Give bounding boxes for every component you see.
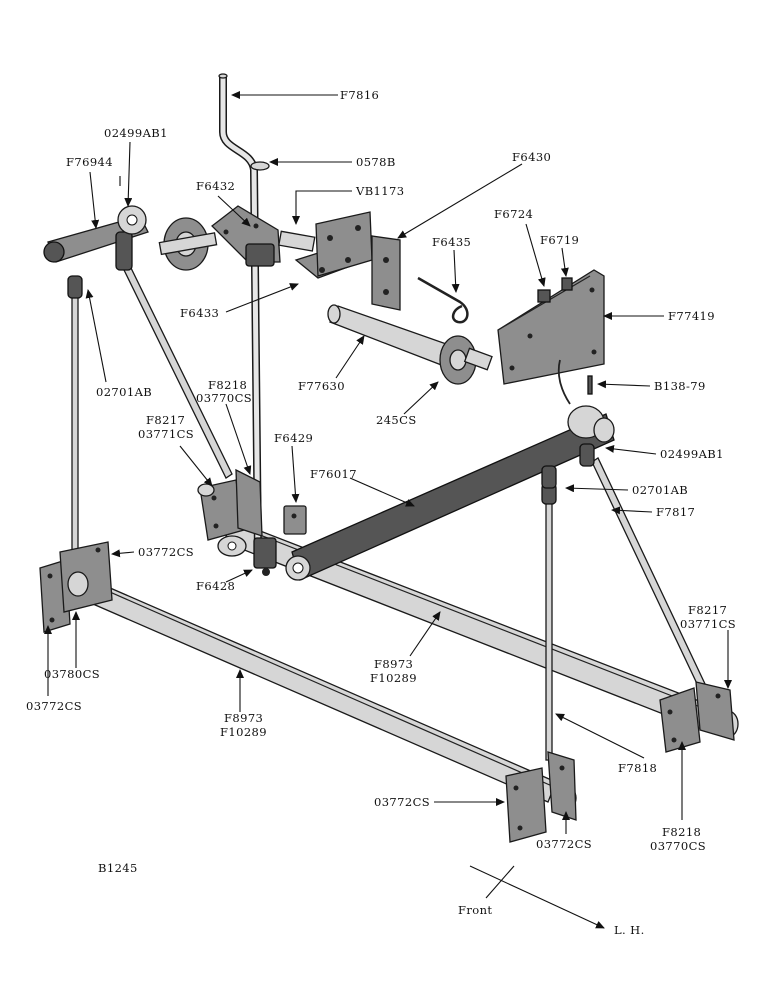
spring-pin: [587, 375, 593, 395]
leader-lines: [44, 91, 732, 929]
label-f8973-center: F8973: [374, 657, 413, 671]
label-f6724: F6724: [494, 207, 533, 221]
label-f8218-right: F8218: [662, 825, 701, 839]
label-f6429: F6429: [274, 431, 313, 445]
part-labels: F7816 0578B 02499AB1 F76944 F6432 VB1173…: [26, 88, 736, 937]
label-lh: L. H.: [614, 923, 645, 937]
label-03772cs-d: 03772CS: [536, 837, 592, 851]
left-diagonal-link: [123, 265, 233, 479]
front-right-bracket: [505, 751, 577, 843]
center-bracket: [197, 468, 307, 576]
main-bracket: [294, 211, 401, 311]
label-f76017: F76017: [310, 467, 357, 481]
label-f6435: F6435: [432, 235, 471, 249]
label-02499ab1-top: 02499AB1: [104, 126, 168, 140]
triangular-bracket: [497, 269, 605, 385]
label-03771cs-right: 03771CS: [680, 617, 736, 631]
label-front: Front: [458, 903, 492, 917]
label-03780cs: 03780CS: [44, 667, 100, 681]
label-f6719: F6719: [540, 233, 579, 247]
label-f6433: F6433: [180, 306, 219, 320]
label-245cs: 245CS: [376, 413, 417, 427]
label-f8217-left: F8217: [146, 413, 185, 427]
label-b138-79: B138-79: [654, 379, 706, 393]
front-arrow-tail: [485, 865, 515, 899]
long-lever: [285, 405, 615, 581]
label-f6428: F6428: [196, 579, 235, 593]
small-bracket-upper: [211, 205, 316, 267]
cotter-pin: [417, 276, 469, 324]
left-vertical-link: [67, 275, 83, 555]
label-02701ab-right: 02701AB: [632, 483, 688, 497]
label-03772cs-b: 03772CS: [26, 699, 82, 713]
label-f6430: F6430: [512, 150, 551, 164]
label-0578b: 0578B: [356, 155, 396, 169]
label-03770cs-right: 03770CS: [650, 839, 706, 853]
label-f10289-center: F10289: [370, 671, 417, 685]
pivot-shaft: [327, 304, 493, 385]
assembly-parts: [39, 73, 739, 843]
label-f77419: F77419: [668, 309, 715, 323]
label-03770cs-upper: 03770CS: [196, 391, 252, 405]
label-02701ab-left: 02701AB: [96, 385, 152, 399]
upper-lever-left: [43, 176, 149, 271]
front-cross-shaft: [69, 573, 577, 811]
label-03772cs-c: 03772CS: [374, 795, 430, 809]
label-03771cs-left: 03771CS: [138, 427, 194, 441]
control-rod: [218, 73, 270, 557]
label-f8218-upper: F8218: [208, 378, 247, 392]
label-f8217-right: F8217: [688, 603, 727, 617]
rear-right-bracket: [659, 681, 735, 753]
label-03772cs-a: 03772CS: [138, 545, 194, 559]
label-vb1173: VB1173: [355, 184, 404, 198]
label-b1245: B1245: [98, 861, 138, 875]
label-02499ab1-right: 02499AB1: [660, 447, 724, 461]
label-f6432: F6432: [196, 179, 235, 193]
label-f77630: F77630: [298, 379, 345, 393]
lh-direction-arrow: [469, 865, 605, 929]
label-f7817: F7817: [656, 505, 695, 519]
label-f7816: F7816: [340, 88, 379, 102]
right-vertical-link: [541, 483, 557, 761]
front-left-brackets: [39, 541, 113, 633]
bracket-spring: [557, 359, 571, 405]
label-f8973-front: F8973: [224, 711, 263, 725]
label-f76944: F76944: [66, 155, 113, 169]
label-f7818: F7818: [618, 761, 657, 775]
label-f10289-front: F10289: [220, 725, 267, 739]
bearing-plate-upper: [158, 217, 218, 271]
